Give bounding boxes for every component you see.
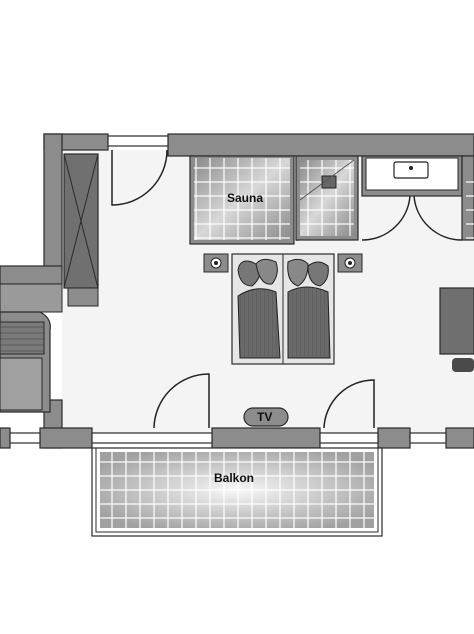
wardrobe xyxy=(63,153,99,307)
entry-door xyxy=(111,149,168,206)
walls xyxy=(0,133,474,449)
balcony-label: Balkon xyxy=(214,471,254,485)
sofa xyxy=(0,283,63,413)
balcony-door-left xyxy=(153,373,210,429)
shower xyxy=(295,155,359,241)
sauna-label: Sauna xyxy=(227,191,263,205)
sauna-room xyxy=(189,155,347,245)
bathroom xyxy=(361,155,474,241)
balcony-door-right xyxy=(323,379,375,429)
balcony xyxy=(91,447,383,537)
tv-label: TV xyxy=(257,410,272,424)
double-bed xyxy=(203,253,363,365)
tv-unit xyxy=(243,407,289,427)
dining-table xyxy=(439,287,474,372)
